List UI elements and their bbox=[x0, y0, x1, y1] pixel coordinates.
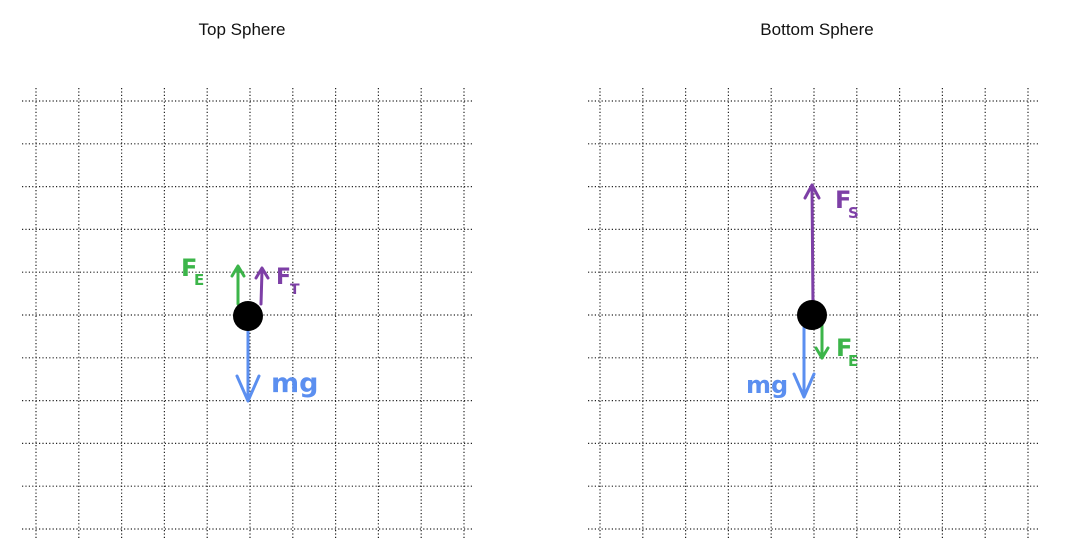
bottom-sphere bbox=[797, 300, 827, 330]
vector-fs-bottom: F S bbox=[803, 183, 859, 308]
vector-fe-top: F E bbox=[181, 254, 246, 306]
grid-right bbox=[588, 88, 1040, 540]
mg-down-arrow-head bbox=[792, 372, 816, 399]
fs-label-sub: S bbox=[848, 204, 859, 222]
mg-down-label: mg bbox=[746, 371, 788, 399]
top-sphere-panel: F E F T mg bbox=[22, 88, 474, 540]
fe-label-main: F bbox=[181, 254, 197, 282]
vector-mg-top: mg bbox=[235, 316, 318, 403]
panel-title-bottom-sphere: Bottom Sphere bbox=[760, 20, 874, 39]
vector-ft-top: F T bbox=[254, 265, 300, 306]
top-sphere bbox=[233, 301, 263, 331]
mg-label: mg bbox=[271, 368, 318, 399]
ft-arrow-shaft bbox=[259, 269, 264, 306]
fe-down-label-main: F bbox=[836, 334, 852, 362]
fs-arrow-shaft bbox=[810, 184, 815, 308]
fe-down-label-sub: E bbox=[848, 352, 858, 370]
bottom-sphere-panel: F S F E mg bbox=[588, 88, 1040, 540]
ft-arrow-head bbox=[254, 266, 270, 280]
panel-title-top-sphere: Top Sphere bbox=[198, 20, 286, 39]
ft-label-main: F bbox=[276, 265, 291, 290]
ft-label-sub: T bbox=[290, 282, 300, 298]
vector-fe-bottom: F E bbox=[814, 320, 858, 370]
fe-label-sub: E bbox=[194, 271, 204, 289]
grid-left bbox=[22, 88, 474, 540]
fs-arrow-head bbox=[803, 183, 821, 200]
mg-arrow-head bbox=[235, 374, 261, 403]
fe-arrow-head bbox=[230, 264, 246, 278]
vector-mg-bottom: mg bbox=[746, 316, 816, 399]
fs-label-main: F bbox=[835, 186, 851, 214]
fe-down-arrow-head bbox=[814, 346, 830, 360]
